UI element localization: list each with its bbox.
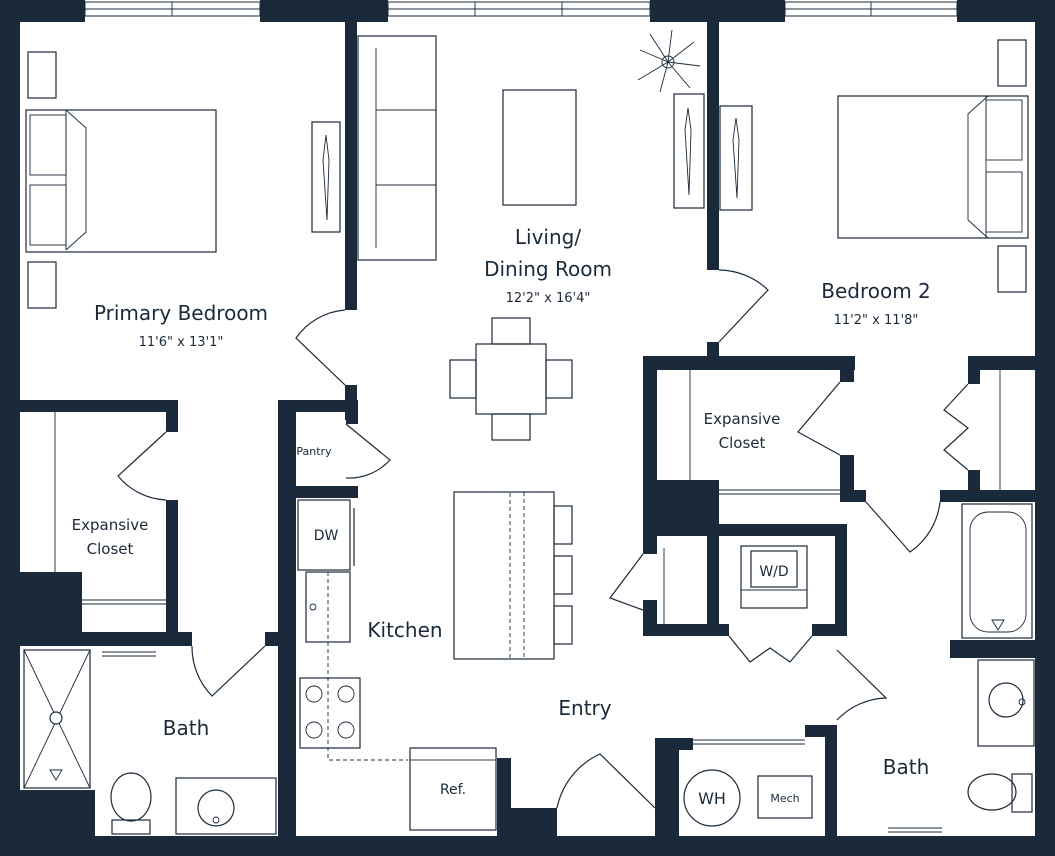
pantry-label: Pantry <box>296 445 332 458</box>
vanity <box>175 777 277 835</box>
bedroom-2-size: 11'2" x 11'8" <box>834 313 919 328</box>
primary-bedroom-size: 11'6" x 13'1" <box>139 335 224 350</box>
dresser <box>311 121 341 233</box>
living-size: 12'2" x 16'4" <box>506 291 591 306</box>
media-console <box>673 93 705 209</box>
living-name-1: Living/ <box>515 225 581 249</box>
bed <box>837 95 1029 239</box>
left-bath-fixtures <box>23 649 277 835</box>
labels: Primary Bedroom 11'6" x 13'1" Living/ Di… <box>72 225 931 808</box>
closet-right-line2: Closet <box>719 434 766 452</box>
closet-left-line1: Expansive <box>72 516 149 534</box>
dresser <box>719 105 753 211</box>
living-furniture <box>357 29 705 441</box>
laundry <box>740 545 808 609</box>
bed <box>25 109 217 253</box>
dining-table <box>475 343 547 415</box>
water-heater <box>683 769 741 827</box>
water-heater-label: WH <box>698 789 726 808</box>
right-bath-fixtures <box>888 503 1035 833</box>
kitchen-fixtures <box>297 491 573 831</box>
nightstand <box>997 245 1027 293</box>
bedroom-2-furniture <box>719 39 1029 293</box>
plant-icon <box>637 29 701 93</box>
bath-right-label: Bath <box>883 755 930 779</box>
windows <box>84 1 958 17</box>
toilet <box>110 772 152 822</box>
coffee-table <box>502 89 577 206</box>
nightstand <box>27 261 57 309</box>
primary-bedroom-name: Primary Bedroom <box>94 301 268 325</box>
bath-left-label: Bath <box>163 716 210 740</box>
mech-room <box>683 739 813 827</box>
shower <box>23 649 91 789</box>
toilet <box>967 773 1017 811</box>
bedroom-2-name: Bedroom 2 <box>821 279 931 303</box>
stove <box>299 677 361 749</box>
doors <box>117 269 969 809</box>
closet-left-line2: Closet <box>87 540 134 558</box>
vanity <box>977 659 1035 747</box>
mech-unit <box>757 775 813 819</box>
closet-right-line1: Expansive <box>704 410 781 428</box>
nightstand <box>997 39 1027 87</box>
bathtub <box>961 503 1033 639</box>
washer-dryer-label: W/D <box>759 564 788 580</box>
dishwasher-label: DW <box>314 528 339 544</box>
living-name-2: Dining Room <box>484 257 612 281</box>
entry-label: Entry <box>558 696 611 720</box>
kitchen-label: Kitchen <box>367 618 442 642</box>
mech-label: Mech <box>770 792 799 805</box>
nightstand <box>27 51 57 99</box>
sofa <box>357 35 437 261</box>
primary-bedroom-furniture <box>25 51 341 309</box>
island <box>453 491 555 660</box>
closets <box>54 370 1001 624</box>
refrigerator-label: Ref. <box>440 782 466 798</box>
